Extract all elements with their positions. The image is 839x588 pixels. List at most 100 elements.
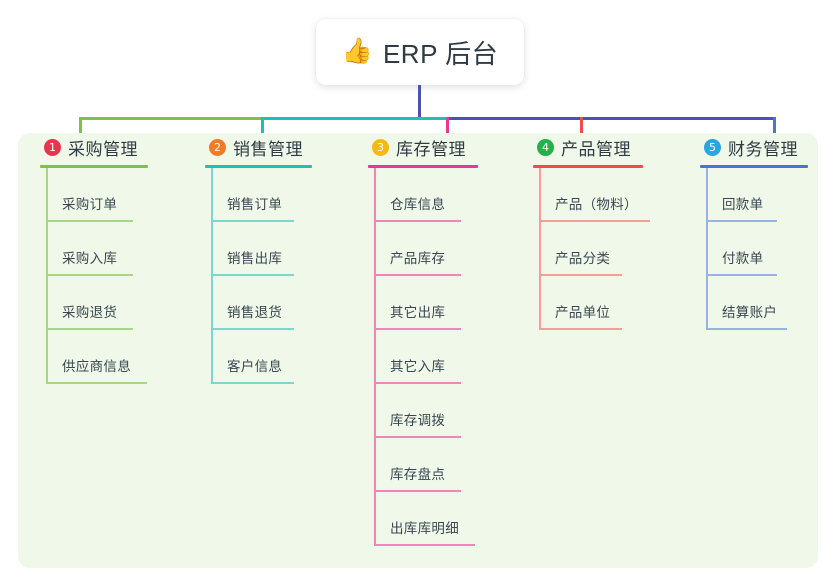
list-item[interactable]: 采购订单 <box>40 168 148 222</box>
list-item-label: 采购订单 <box>62 197 118 212</box>
list-item-underline <box>375 328 461 330</box>
column-badge-5: 5 <box>704 138 721 156</box>
column-spine <box>46 168 48 384</box>
column-title-underline <box>205 165 312 168</box>
list-item-underline <box>212 382 294 384</box>
list-item-underline <box>47 274 133 276</box>
list-item-underline <box>375 436 461 438</box>
list-item-underline <box>375 544 475 546</box>
list-item[interactable]: 销售出库 <box>205 222 312 276</box>
list-item-label: 销售订单 <box>227 197 283 212</box>
list-item-label: 回款单 <box>722 197 764 212</box>
list-item[interactable]: 仓库信息 <box>368 168 478 222</box>
column-title: 采购管理 <box>68 139 138 159</box>
list-item-label: 产品库存 <box>390 251 446 266</box>
list-item[interactable]: 产品分类 <box>533 222 643 276</box>
connector-bus-teal <box>261 117 446 120</box>
list-item[interactable]: 产品库存 <box>368 222 478 276</box>
list-item-label: 销售出库 <box>227 251 283 266</box>
column-spine <box>211 168 213 384</box>
list-item[interactable]: 销售订单 <box>205 168 312 222</box>
list-item[interactable]: 出库库明细 <box>368 492 478 546</box>
list-item[interactable]: 付款单 <box>700 222 808 276</box>
root-node-content: 👍 ERP 后台 <box>342 34 498 71</box>
list-item-label: 销售退货 <box>227 305 283 320</box>
list-item-label: 产品分类 <box>555 251 611 266</box>
list-item[interactable]: 其它出库 <box>368 276 478 330</box>
list-item[interactable]: 销售退货 <box>205 276 312 330</box>
column-spine <box>706 168 708 330</box>
column-badge-3: 3 <box>372 138 389 156</box>
connector-trunk <box>418 85 421 119</box>
list-item[interactable]: 客户信息 <box>205 330 312 384</box>
column-title: 库存管理 <box>396 139 466 159</box>
list-item[interactable]: 采购入库 <box>40 222 148 276</box>
list-item-underline <box>540 220 650 222</box>
column-sales-management: 2 销售管理销售订单销售出库销售退货客户信息 <box>205 133 312 384</box>
column-purchase-management: 1 采购管理采购订单采购入库采购退货供应商信息 <box>40 133 148 384</box>
list-item-label: 产品单位 <box>555 305 611 320</box>
connector-bus-green <box>79 117 261 120</box>
column-title: 财务管理 <box>728 139 798 159</box>
list-item-label: 库存调拨 <box>390 413 446 428</box>
list-item-underline <box>707 328 787 330</box>
column-title-underline <box>40 165 148 168</box>
column-items: 产品（物料） 产品分类产品单位 <box>533 168 650 330</box>
list-item-label: 采购退货 <box>62 305 118 320</box>
list-item-label: 采购入库 <box>62 251 118 266</box>
list-item-underline <box>47 328 133 330</box>
list-item[interactable]: 结算账户 <box>700 276 808 330</box>
column-header-product-management[interactable]: 4 产品管理 <box>533 133 643 161</box>
column-finance-management: 5 财务管理回款单付款单结算账户 <box>700 133 808 330</box>
list-item-underline <box>375 220 461 222</box>
list-item-label: 出库库明细 <box>390 521 459 536</box>
column-header-finance-management[interactable]: 5 财务管理 <box>700 133 808 161</box>
list-item-label: 仓库信息 <box>390 197 446 212</box>
list-item-underline <box>47 220 133 222</box>
root-title: ERP 后台 <box>382 38 499 69</box>
list-item-underline <box>212 274 294 276</box>
column-header-purchase-management[interactable]: 1 采购管理 <box>40 133 148 161</box>
column-header-inventory-management[interactable]: 3 库存管理 <box>368 133 478 161</box>
column-title: 产品管理 <box>561 139 631 159</box>
list-item-underline <box>375 274 461 276</box>
column-items: 回款单付款单结算账户 <box>700 168 808 330</box>
list-item-label: 其它入库 <box>390 359 446 374</box>
list-item[interactable]: 产品单位 <box>533 276 643 330</box>
list-item-underline <box>707 220 777 222</box>
list-item-underline <box>540 328 622 330</box>
diagram-panel: 1 采购管理采购订单采购入库采购退货供应商信息 2 销售管理销售订单销售出库销售退货客… <box>18 133 818 568</box>
column-badge-2: 2 <box>209 138 226 156</box>
list-item[interactable]: 回款单 <box>700 168 808 222</box>
column-items: 采购订单采购入库采购退货供应商信息 <box>40 168 148 384</box>
column-badge-4: 4 <box>537 138 554 156</box>
thumbs-up-icon: 👍 <box>341 36 373 65</box>
list-item-label: 其它出库 <box>390 305 446 320</box>
list-item-label: 产品（物料） <box>555 197 638 212</box>
list-item[interactable]: 库存盘点 <box>368 438 478 492</box>
list-item-underline <box>375 490 461 492</box>
connector-bus-indigo <box>446 117 773 120</box>
list-item-label: 客户信息 <box>227 359 283 374</box>
column-title-underline <box>368 165 478 168</box>
column-items: 销售订单销售出库销售退货客户信息 <box>205 168 312 384</box>
column-title: 销售管理 <box>233 139 303 159</box>
column-product-management: 4 产品管理产品（物料） 产品分类产品单位 <box>533 133 650 330</box>
list-item-label: 供应商信息 <box>62 359 131 374</box>
column-header-sales-management[interactable]: 2 销售管理 <box>205 133 312 161</box>
list-item[interactable]: 其它入库 <box>368 330 478 384</box>
list-item-label: 付款单 <box>722 251 764 266</box>
list-item-label: 库存盘点 <box>390 467 446 482</box>
column-inventory-management: 3 库存管理仓库信息产品库存其它出库其它入库库存调拨库存盘点出库库明细 <box>368 133 478 546</box>
list-item-underline <box>212 220 294 222</box>
root-node[interactable]: 👍 ERP 后台 <box>316 19 524 85</box>
column-badge-1: 1 <box>44 138 61 156</box>
list-item[interactable]: 采购退货 <box>40 276 148 330</box>
column-spine <box>539 168 541 330</box>
list-item[interactable]: 库存调拨 <box>368 384 478 438</box>
list-item-underline <box>540 274 622 276</box>
list-item[interactable]: 供应商信息 <box>40 330 148 384</box>
list-item-underline <box>375 382 461 384</box>
list-item[interactable]: 产品（物料） <box>533 168 650 222</box>
column-items: 仓库信息产品库存其它出库其它入库库存调拨库存盘点出库库明细 <box>368 168 478 546</box>
